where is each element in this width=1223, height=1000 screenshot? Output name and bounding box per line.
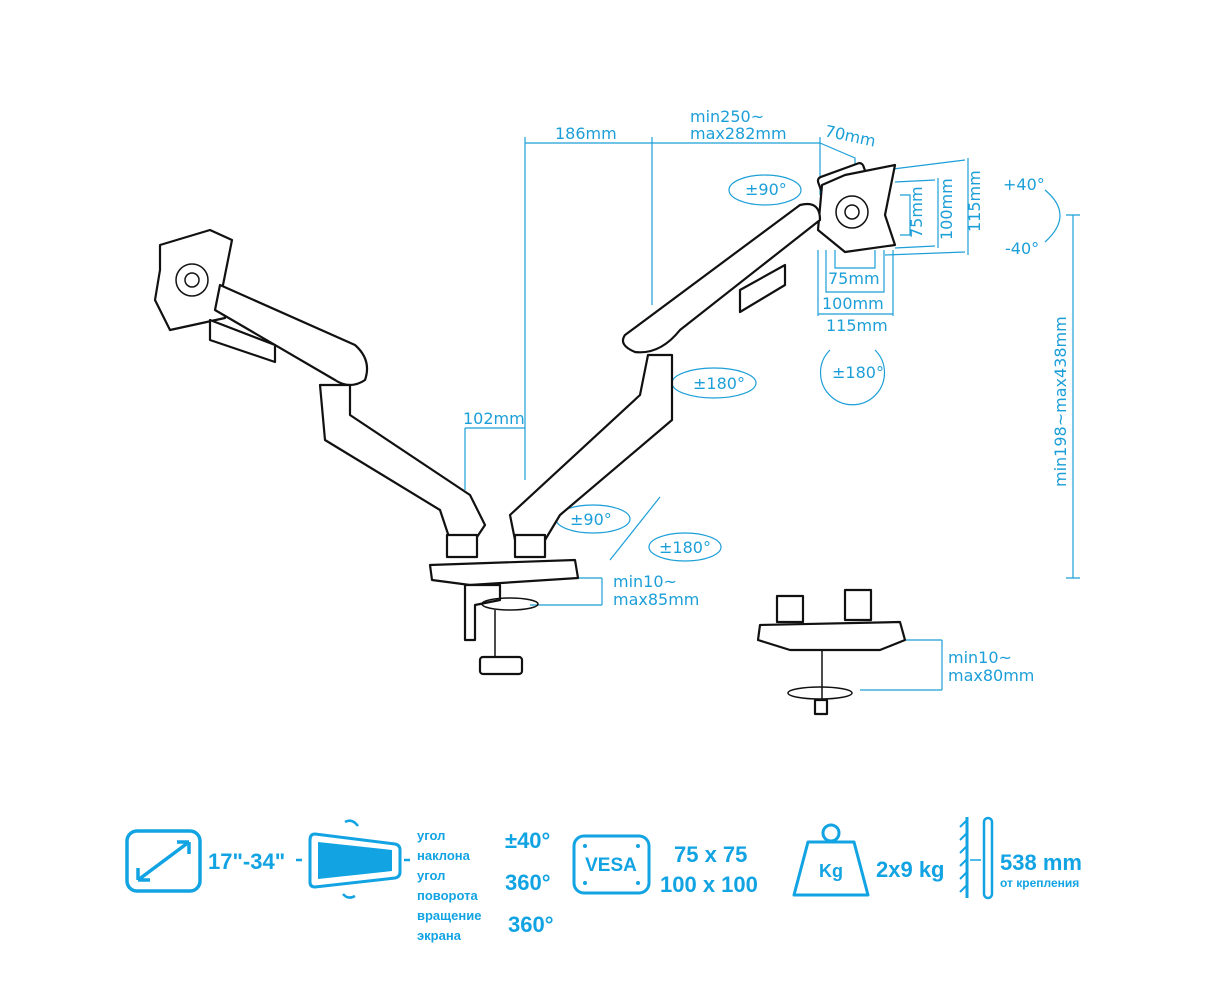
swivel-base: ±90° (570, 510, 612, 529)
clamp-max: max85mm (613, 590, 699, 609)
weight-icon: Kg (792, 823, 870, 897)
rotate-base: ±180° (659, 538, 711, 557)
wall-distance-note: от крепления (1000, 876, 1080, 890)
tilt-down: -40° (1005, 239, 1039, 258)
vesa-badge: VESA (585, 855, 637, 876)
grommet-base (756, 588, 907, 716)
dim-vesa-v-100: 100mm (937, 178, 956, 240)
dim-102: 102mm (463, 409, 525, 428)
monitor-tilt-icon (296, 819, 410, 899)
dim-vesa-h-75: 75mm (828, 269, 880, 288)
dimension-lines (464, 137, 1080, 691)
rotation-label-2: экрана (417, 928, 461, 943)
swivel-value: 360° (505, 870, 551, 895)
wall-distance-icon (959, 816, 994, 900)
rotation-arrows (555, 174, 1061, 562)
rotation-label-1: вращение (417, 908, 482, 923)
right-monitor-arm (508, 162, 897, 559)
weight-badge: Kg (819, 861, 843, 881)
vesa-size-1: 75 x 75 (674, 842, 748, 867)
dim-vesa-v-75: 75mm (907, 186, 926, 238)
left-monitor-arm (153, 228, 487, 559)
dim-reach-min: min250~ (690, 107, 764, 126)
screen-size-icon (125, 829, 202, 893)
dim-vesa-h-100: 100mm (822, 294, 884, 313)
rotate-screen: ±180° (832, 363, 884, 382)
vesa-size-2: 100 x 100 (660, 872, 758, 897)
tilt-label-2: наклона (417, 848, 470, 863)
wall-distance: 538 mm (1000, 850, 1082, 875)
vesa-icon: VESA (572, 834, 651, 895)
grommet-min: min10~ (948, 648, 1012, 667)
grommet-max: max80mm (948, 666, 1034, 685)
dim-vesa-v-115: 115mm (965, 170, 984, 232)
tilt-label-1: угол (417, 828, 446, 843)
dim-vesa-h-115: 115mm (826, 316, 888, 335)
tilt-value: ±40° (505, 828, 551, 853)
desk-clamp (428, 558, 580, 676)
clamp-min: min10~ (613, 572, 677, 591)
tilt-up: +40° (1003, 175, 1045, 194)
dim-reach-max: max282mm (690, 124, 787, 143)
swivel-label-1: угол (417, 868, 446, 883)
screen-size: 17"-34" (208, 849, 286, 874)
dim-height: min198~max438mm (1051, 316, 1070, 487)
rotate-elbow: ±180° (693, 374, 745, 393)
dim-186: 186mm (555, 124, 617, 143)
swivel-head: ±90° (745, 180, 787, 199)
dim-70: 70mm (823, 121, 877, 150)
rotation-value: 360° (508, 912, 554, 937)
swivel-label-2: поворота (417, 888, 478, 903)
weight-capacity: 2x9 kg (876, 857, 945, 882)
tilt-label: угол наклона угол поворота вращение экра… (417, 826, 481, 946)
